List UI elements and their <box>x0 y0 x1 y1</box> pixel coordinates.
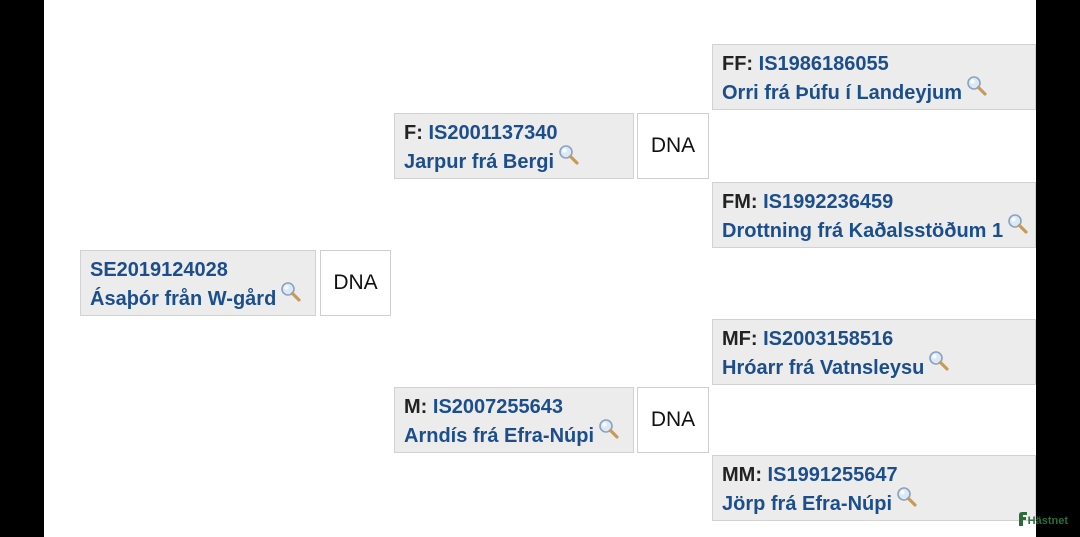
mf-label: MF: <box>722 328 758 350</box>
fm-card: FM: IS1992236459 Drottning frá Kaðalsstö… <box>712 182 1036 248</box>
magnifier-icon[interactable] <box>598 418 620 449</box>
sire-name-link[interactable]: Jarpur frá Bergi <box>404 151 555 173</box>
root-registration[interactable]: SE2019124028 <box>90 259 228 281</box>
magnifier-icon[interactable] <box>1007 213 1029 244</box>
magnifier-icon[interactable] <box>928 350 950 381</box>
logo-icon <box>1018 512 1028 529</box>
fm-label: FM: <box>722 191 758 213</box>
mm-registration[interactable]: IS1991255647 <box>767 464 898 486</box>
root-dna-button[interactable]: DNA <box>320 250 391 316</box>
magnifier-icon[interactable] <box>280 281 302 312</box>
ff-name-link[interactable]: Orri frá Þúfu í Landeyjum <box>722 82 963 104</box>
magnifier-icon[interactable] <box>558 144 580 175</box>
mf-name-link[interactable]: Hróarr frá Vatnsleysu <box>722 357 925 379</box>
ff-label: FF: <box>722 53 754 75</box>
dam-dna-button[interactable]: DNA <box>637 387 709 453</box>
fm-registration[interactable]: IS1992236459 <box>763 191 894 213</box>
sire-label: F: <box>404 122 423 144</box>
mf-card: MF: IS2003158516 Hróarr frá Vatnsleysu <box>712 319 1036 385</box>
sire-registration[interactable]: IS2001137340 <box>428 122 558 144</box>
ff-card: FF: IS1986186055 Orri frá Þúfu í Landeyj… <box>712 44 1036 110</box>
dam-name-link[interactable]: Arndís frá Efra-Núpi <box>404 425 595 447</box>
fm-name-link[interactable]: Drottning frá Kaðalsstöðum 1 <box>722 220 1004 242</box>
mf-registration[interactable]: IS2003158516 <box>763 328 894 350</box>
mm-card: MM: IS1991255647 Jörp frá Efra-Núpi <box>712 455 1036 521</box>
pedigree-root-card: SE2019124028 Ásaþór från W-gård <box>80 250 316 316</box>
dam-card: M: IS2007255643 Arndís frá Efra-Núpi <box>394 387 634 453</box>
magnifier-icon[interactable] <box>896 486 918 517</box>
sire-dna-button[interactable]: DNA <box>637 113 709 179</box>
sire-card: F: IS2001137340 Jarpur frá Bergi <box>394 113 634 179</box>
ff-registration[interactable]: IS1986186055 <box>758 53 889 75</box>
brand-logo: Hästnet <box>1018 512 1068 529</box>
root-name-link[interactable]: Ásaþór från W-gård <box>90 288 277 310</box>
mm-name-link[interactable]: Jörp frá Efra-Núpi <box>722 493 893 515</box>
pedigree-page: SE2019124028 Ásaþór från W-gård DNA F: I… <box>44 0 1036 537</box>
dam-label: M: <box>404 396 428 418</box>
dam-registration[interactable]: IS2007255643 <box>432 396 564 418</box>
logo-text: Hästnet <box>1027 514 1068 527</box>
mm-label: MM: <box>722 464 762 486</box>
magnifier-icon[interactable] <box>966 75 988 106</box>
